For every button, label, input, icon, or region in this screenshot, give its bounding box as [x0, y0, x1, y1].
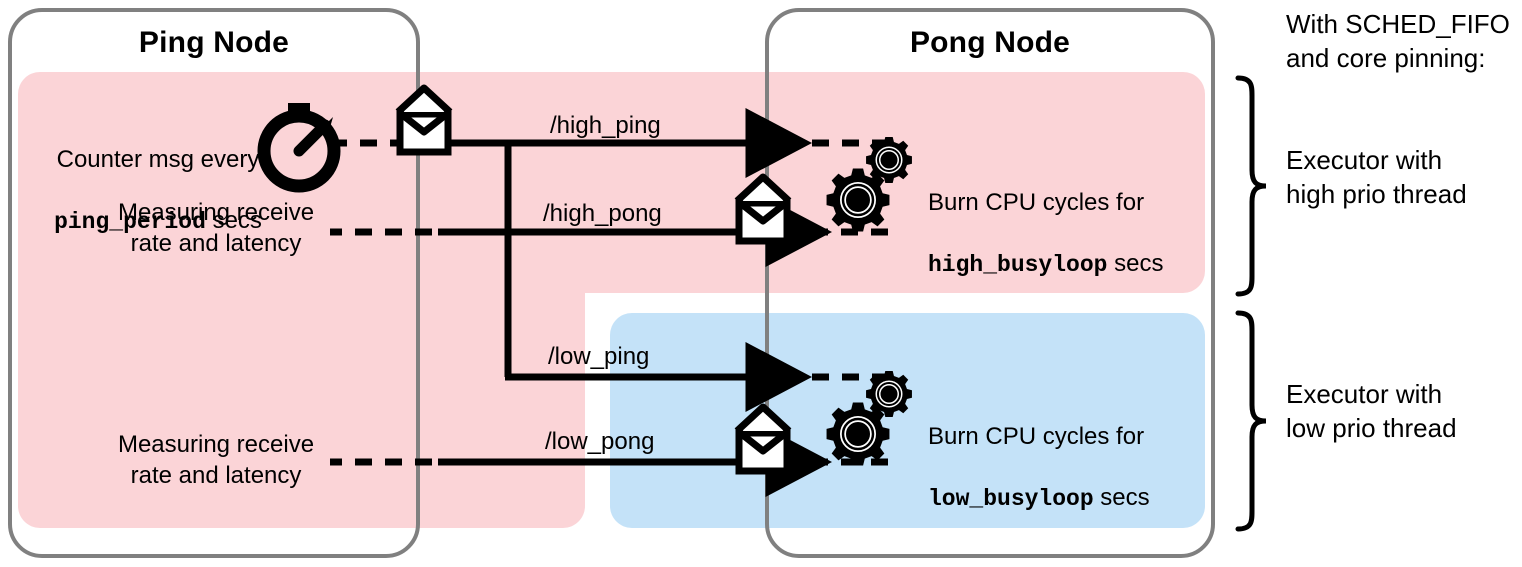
pong-node-title: Pong Node [909, 26, 1071, 59]
low-priority-band [610, 313, 1205, 528]
pong-burn-high-description: Burn CPU cycles for high_busyloop secs [928, 157, 1218, 281]
ping-node-band [18, 240, 585, 528]
high-busyloop-param: high_busyloop [928, 252, 1108, 279]
curly-brace-icon-low [1235, 310, 1267, 532]
ping-measure-high-label: Measuring receive rate and latency [117, 199, 315, 257]
low-busyloop-param: low_busyloop [928, 486, 1094, 513]
high-busyloop-suffix: secs [1107, 250, 1164, 278]
pong-burn-low-description: Burn CPU cycles for low_busyloop secs [928, 391, 1218, 515]
burn-low-line1: Burn CPU cycles for [928, 422, 1145, 450]
pong-node-frame [765, 8, 1215, 558]
topic-label-low-pong: /low_pong [545, 428, 655, 455]
ping-node-title: Ping Node [138, 26, 290, 59]
sched-fifo-header: With SCHED_FIFO and core pinning: [1286, 9, 1510, 73]
low-prio-executor-label: Executor with low prio thread [1286, 379, 1457, 443]
topic-label-high-pong: /high_pong [543, 200, 662, 227]
ping-period-suffix: secs [205, 207, 262, 235]
burn-high-line1: Burn CPU cycles for [928, 188, 1145, 216]
low-busyloop-suffix: secs [1093, 484, 1150, 512]
ping-measure-low-label: Measuring receive rate and latency [117, 431, 315, 489]
ping-counter-description: Counter msg every ping_period secs [38, 114, 278, 238]
high-prio-executor-label: Executor with high prio thread [1286, 145, 1467, 209]
curly-brace-icon-high [1235, 75, 1267, 297]
ping-period-param: ping_period [54, 209, 206, 236]
ping-counter-line1: Counter msg every [56, 145, 260, 173]
topic-label-low-ping: /low_ping [548, 343, 650, 370]
topic-label-high-ping: /high_ping [550, 112, 661, 139]
ping-node-frame [8, 8, 420, 558]
